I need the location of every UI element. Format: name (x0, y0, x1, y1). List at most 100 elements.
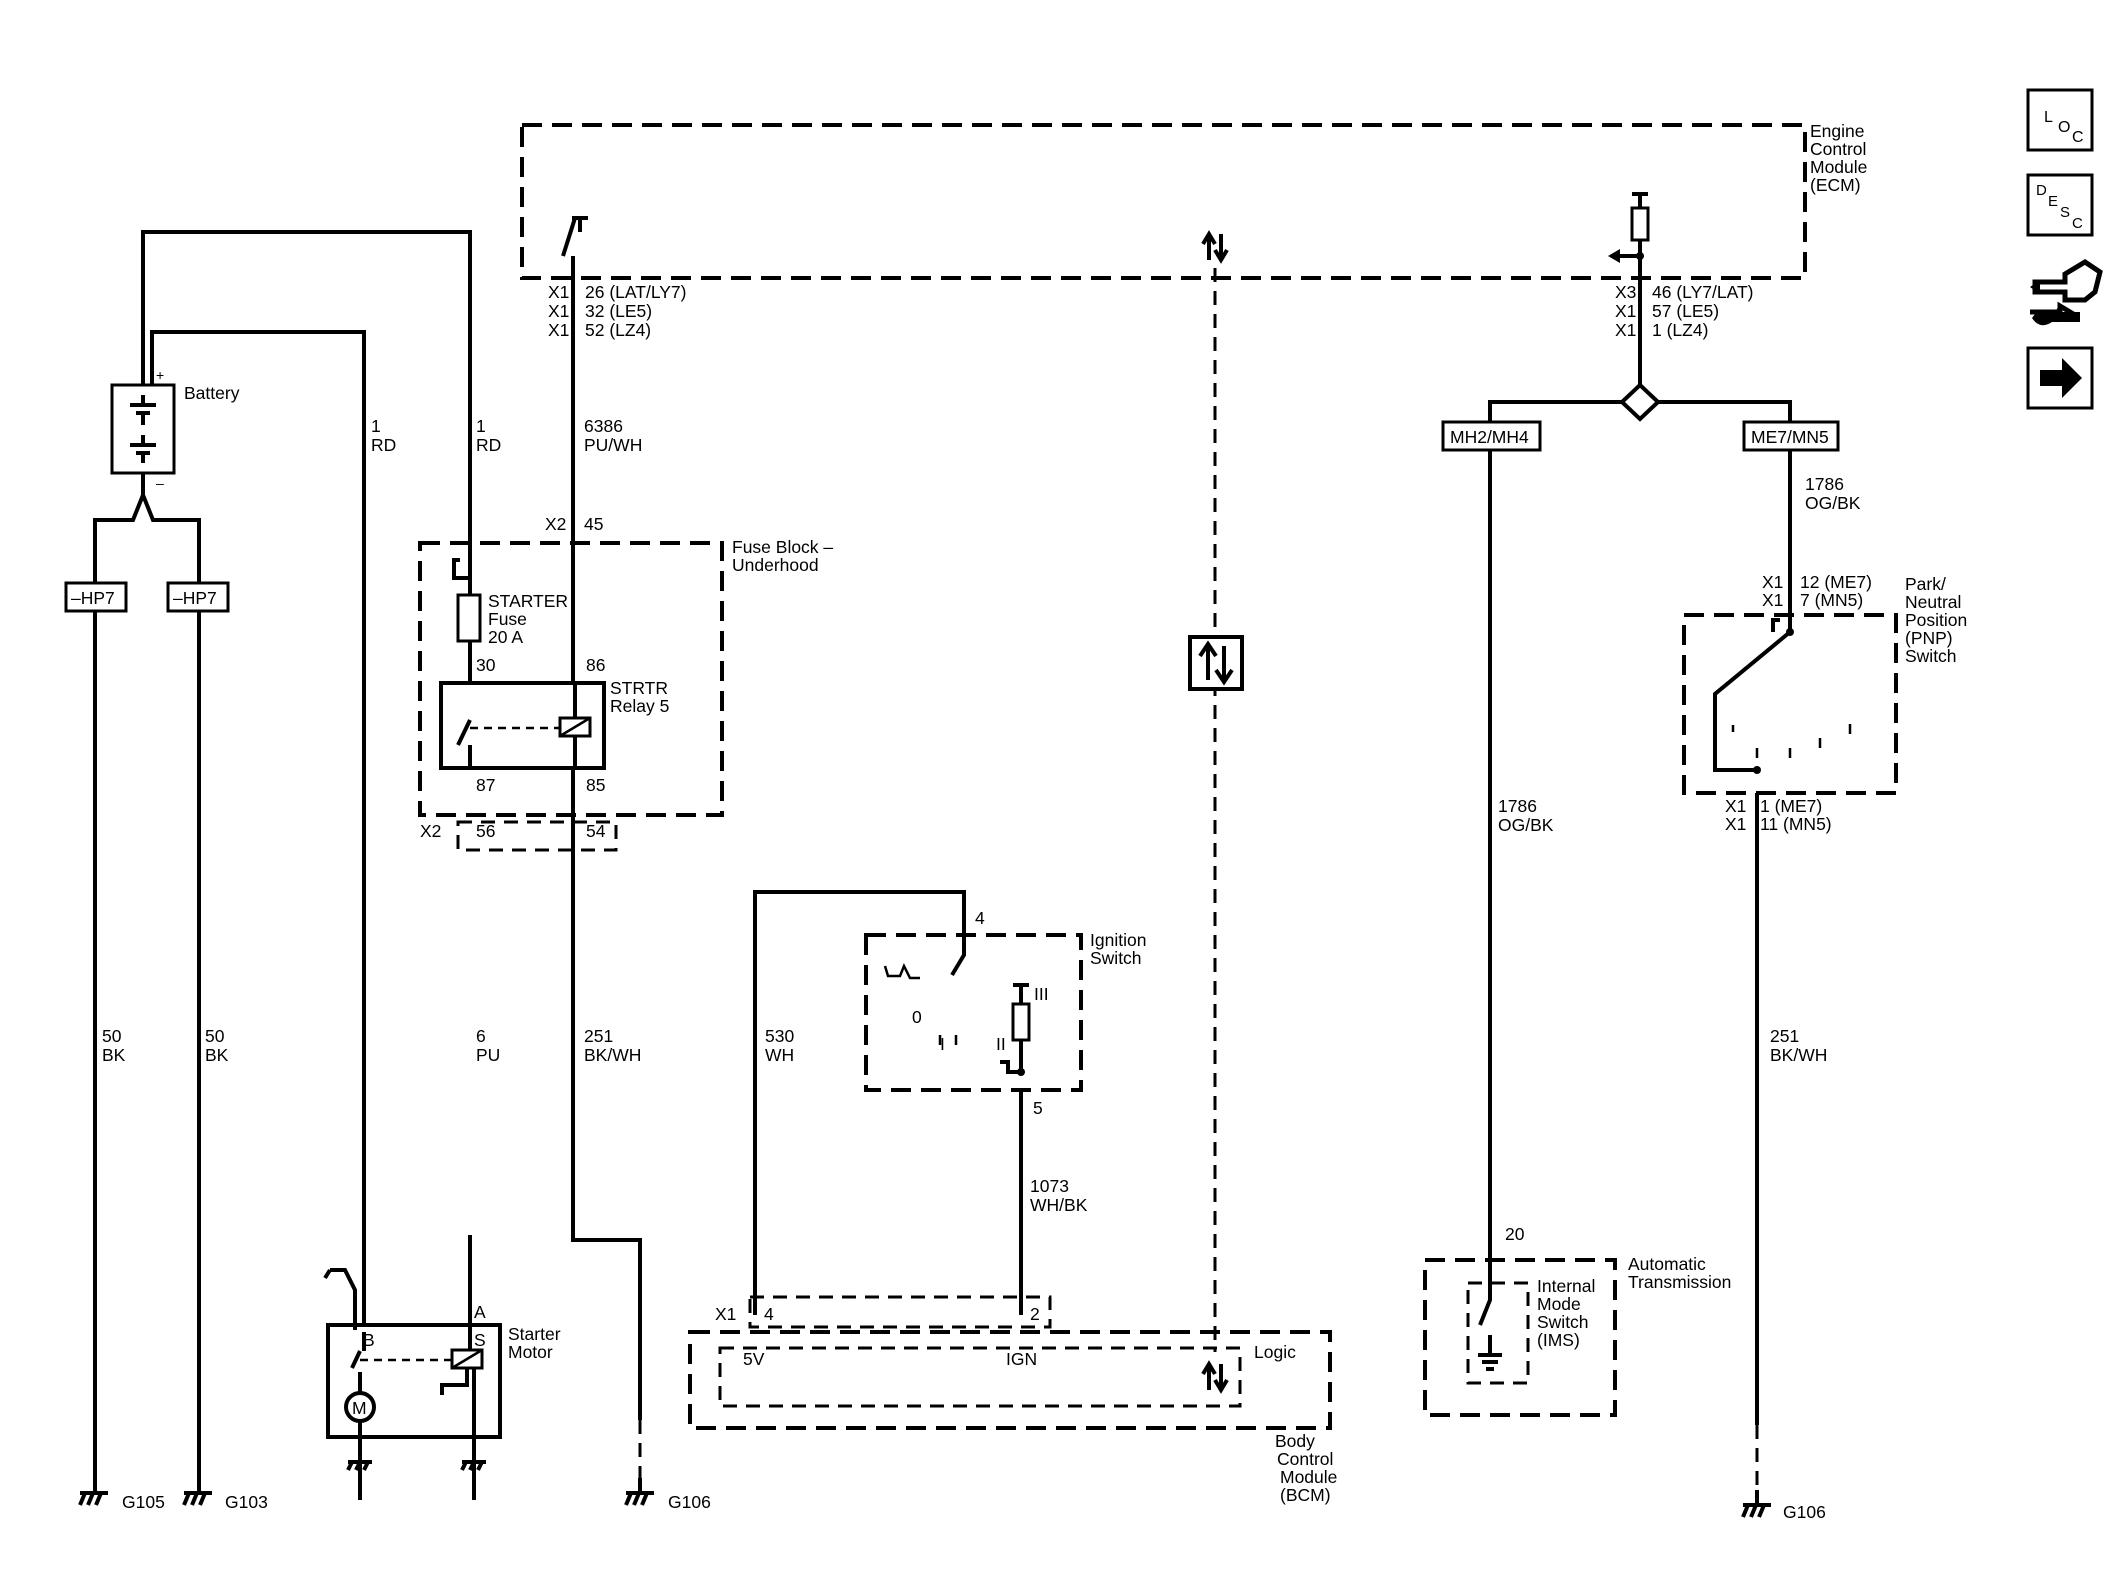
svg-text:20 A: 20 A (488, 627, 523, 647)
svg-text:1786: 1786 (1805, 474, 1844, 494)
svg-text:251: 251 (584, 1026, 613, 1046)
ecm-module: Engine Control Module (ECM) (520, 121, 1867, 280)
svg-text:ME7/MN5: ME7/MN5 (1751, 427, 1829, 447)
svg-text:Module: Module (1810, 157, 1867, 177)
svg-text:7 (MN5): 7 (MN5) (1800, 590, 1863, 610)
fuse-block-underhood: Fuse Block – Underhood STARTER Fuse 20 A… (418, 537, 833, 817)
svg-text:C: C (2072, 129, 2084, 146)
svg-text:M: M (352, 1398, 367, 1418)
starter-motor: Starter Motor B S A M (323, 1268, 561, 1500)
ground-g103: G103 (182, 1475, 268, 1512)
svg-text:X1: X1 (1615, 320, 1636, 340)
svg-text:Body: Body (1275, 1431, 1315, 1451)
svg-text:X2: X2 (420, 821, 441, 841)
ecm-right-connectors: X3 46 (LY7/LAT) X1 57 (LE5) X1 1 (LZ4) (1615, 282, 1753, 340)
svg-text:S: S (474, 1330, 486, 1350)
svg-text:50: 50 (102, 1026, 122, 1046)
fusible-link-right: –HP7 (166, 581, 230, 613)
splice-diamond (1619, 382, 1661, 422)
svg-text:X1: X1 (1725, 814, 1746, 834)
svg-text:Module: Module (1280, 1467, 1337, 1487)
svg-text:A: A (474, 1302, 486, 1322)
svg-text:(IMS): (IMS) (1537, 1330, 1580, 1350)
svg-text:1 (LZ4): 1 (LZ4) (1652, 320, 1708, 340)
wire-530 (753, 890, 966, 1315)
svg-text:1: 1 (371, 416, 381, 436)
svg-text:WH/BK: WH/BK (1030, 1195, 1088, 1215)
svg-text:6386: 6386 (584, 416, 623, 436)
svg-text:STRTR: STRTR (610, 678, 668, 698)
svg-text:50: 50 (205, 1026, 225, 1046)
svg-text:OG/BK: OG/BK (1805, 493, 1861, 513)
svg-text:26 (LAT/LY7): 26 (LAT/LY7) (585, 282, 686, 302)
svg-text:87: 87 (476, 775, 495, 795)
svg-text:Relay 5: Relay 5 (610, 696, 669, 716)
svg-text:4: 4 (764, 1304, 774, 1324)
svg-text:45: 45 (584, 514, 603, 534)
svg-text:Ignition: Ignition (1090, 930, 1146, 950)
svg-text:Park/: Park/ (1905, 574, 1946, 594)
svg-text:Fuse: Fuse (488, 609, 527, 629)
svg-text:X1: X1 (1762, 572, 1783, 592)
svg-text:57 (LE5): 57 (LE5) (1652, 301, 1719, 321)
svg-text:BK/WH: BK/WH (584, 1045, 641, 1065)
svg-text:Starter: Starter (508, 1324, 561, 1344)
svg-text:Control: Control (1810, 139, 1866, 159)
bcm-module: X1 4 2 5V IGN Logic Body Control Module … (688, 1295, 1337, 1505)
svg-text:BK: BK (205, 1045, 229, 1065)
svg-text:G103: G103 (225, 1492, 268, 1512)
ignition-switch: Ignition Switch 0 I II III 4 5 (864, 908, 1146, 1118)
connector-wrench-icon (2030, 259, 2103, 323)
next-button[interactable] (2026, 346, 2094, 410)
svg-text:WH: WH (765, 1045, 794, 1065)
svg-text:BK/WH: BK/WH (1770, 1045, 1827, 1065)
svg-text:STARTER: STARTER (488, 591, 568, 611)
svg-text:OG/BK: OG/BK (1498, 815, 1554, 835)
ground-g106-left: G106 (624, 1478, 711, 1512)
svg-text:E: E (2048, 193, 2058, 210)
svg-text:X1: X1 (548, 320, 569, 340)
fusible-link-left: –HP7 (64, 581, 128, 613)
svg-text:30: 30 (476, 655, 496, 675)
svg-text:X1: X1 (548, 301, 569, 321)
svg-text:Switch: Switch (1537, 1312, 1589, 1332)
svg-text:(PNP): (PNP) (1905, 628, 1953, 648)
svg-text:5: 5 (1033, 1098, 1043, 1118)
svg-text:S: S (2060, 204, 2070, 221)
svg-text:–HP7: –HP7 (71, 588, 115, 608)
battery: Battery + – (110, 367, 240, 491)
desc-button[interactable]: D E S C (2026, 173, 2094, 237)
svg-text:II: II (996, 1034, 1006, 1054)
svg-text:5V: 5V (743, 1349, 765, 1369)
svg-text:G105: G105 (122, 1492, 165, 1512)
next-arrow-icon (2040, 358, 2082, 398)
wire-battery-pos-2 (150, 330, 366, 1332)
svg-text:(ECM): (ECM) (1810, 175, 1861, 195)
svg-text:56: 56 (476, 821, 495, 841)
svg-text:530: 530 (765, 1026, 794, 1046)
loc-button[interactable]: L O C (2026, 88, 2094, 152)
svg-text:IGN: IGN (1006, 1349, 1037, 1369)
svg-text:–HP7: –HP7 (173, 588, 217, 608)
pnp-switch: X1 12 (ME7) X1 7 (MN5) Park/ Neutral Pos… (1682, 572, 1967, 834)
svg-text:Neutral: Neutral (1905, 592, 1961, 612)
svg-text:Control: Control (1277, 1449, 1333, 1469)
svg-text:(BCM): (BCM) (1280, 1485, 1331, 1505)
svg-text:O: O (2058, 119, 2070, 136)
automatic-transmission: 20 Automatic Transmission Internal Mode … (1423, 1224, 1731, 1417)
svg-text:0: 0 (912, 1007, 922, 1027)
svg-text:Motor: Motor (508, 1342, 553, 1362)
svg-text:2: 2 (1030, 1304, 1040, 1324)
svg-text:20: 20 (1505, 1224, 1525, 1244)
svg-text:Logic: Logic (1254, 1342, 1296, 1362)
svg-text:86: 86 (586, 655, 605, 675)
svg-text:11 (MN5): 11 (MN5) (1760, 814, 1832, 834)
svg-text:85: 85 (586, 775, 605, 795)
connector-wrench-button[interactable] (2030, 259, 2103, 326)
loc-icon: L (2044, 109, 2053, 126)
svg-text:1073: 1073 (1030, 1176, 1069, 1196)
svg-text:Battery: Battery (184, 383, 240, 403)
svg-text:Switch: Switch (1090, 948, 1142, 968)
desc-icon: D (2036, 182, 2047, 199)
